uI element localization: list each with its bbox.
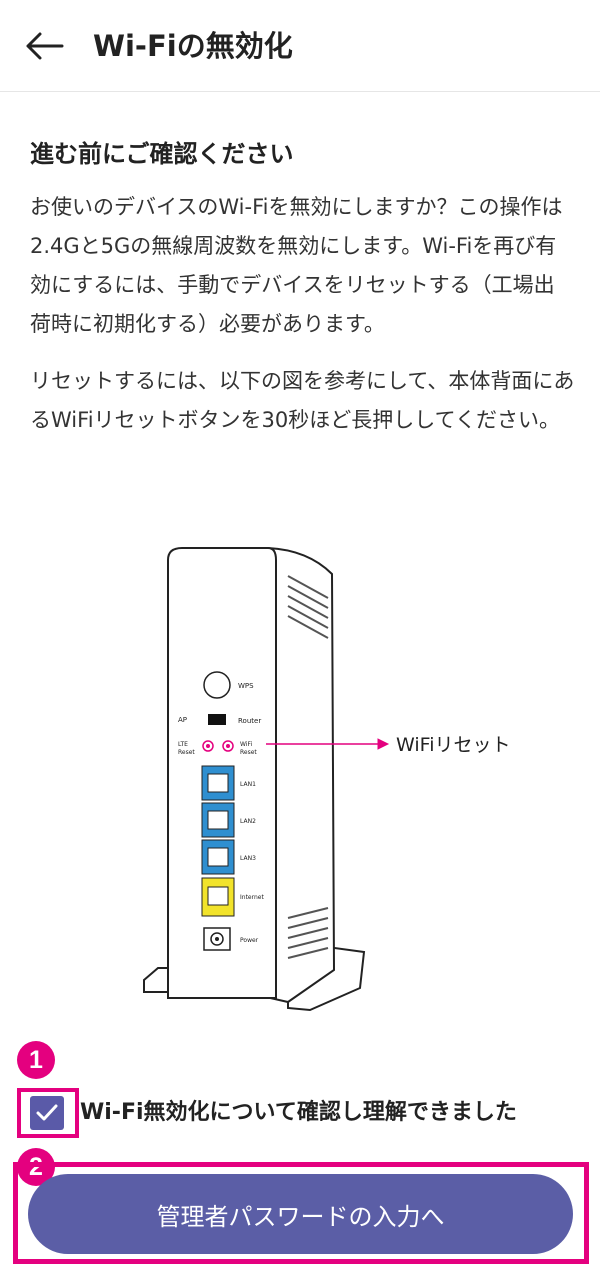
button-highlight-frame	[13, 1162, 589, 1264]
page-title: Wi-Fiの無効化	[93, 29, 293, 63]
checkmark-icon	[36, 1104, 58, 1121]
wifi-reset-callout-label: WiFiリセット	[396, 734, 511, 756]
back-button[interactable]	[20, 24, 68, 68]
wps-button-shape	[203, 671, 231, 699]
arrow-left-icon	[26, 32, 64, 60]
label-power: Power	[240, 937, 259, 944]
confirm-checkbox[interactable]	[30, 1096, 64, 1130]
label-lte: LTE	[178, 741, 188, 748]
label-wifi-reset: Reset	[240, 749, 257, 756]
app-header: Wi-Fiの無効化	[0, 0, 600, 92]
label-ap: AP	[178, 716, 187, 724]
label-lan2: LAN2	[240, 818, 256, 825]
label-wifi: WiFi	[240, 741, 252, 748]
label-internet: Internet	[240, 894, 264, 901]
reset-instructions-paragraph: リセットするには、以下の図を参考にして、本体背面にあるWiFiリセットボタンを3…	[30, 369, 575, 432]
step-1-badge: 1	[17, 1041, 55, 1079]
label-router: Router	[238, 717, 261, 725]
confirm-checkbox-label[interactable]: Wi-Fi無効化について確認し理解できました	[80, 1100, 517, 1125]
router-back-illustration: WPS AP Router LTE Reset WiFi Reset LAN1 …	[143, 546, 378, 1012]
label-lte-reset: Reset	[178, 749, 195, 756]
checkbox-highlight-frame	[17, 1088, 79, 1138]
arrow-right-icon	[370, 738, 390, 750]
label-lan1: LAN1	[240, 781, 256, 788]
label-wps: WPS	[238, 682, 254, 690]
label-lan3: LAN3	[240, 855, 256, 862]
description-paragraph: お使いのデバイスのWi-Fiを無効にしますか？この操作は2.4Gと5Gの無線周波…	[30, 195, 563, 336]
admin-password-button[interactable]: 管理者パスワードの入力へ	[28, 1174, 573, 1254]
section-heading: 進む前にご確認ください	[30, 140, 294, 168]
